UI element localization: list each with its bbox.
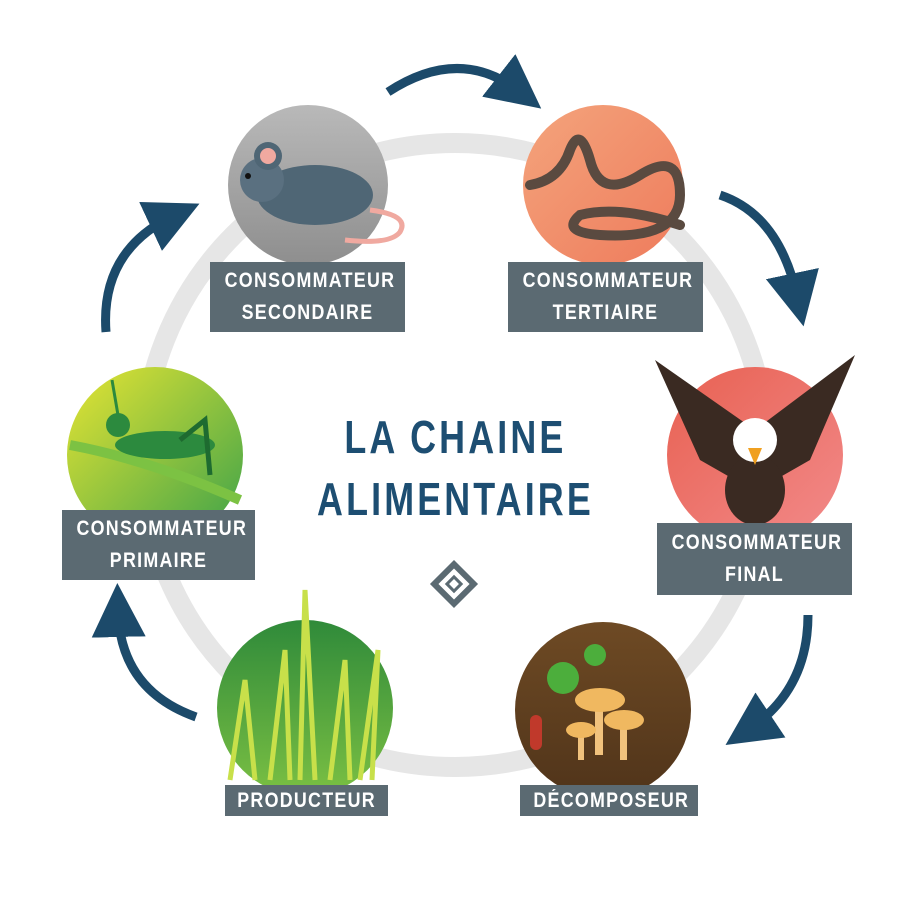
arrow-icon <box>385 54 542 109</box>
label-producteur: PRODUCTEUR <box>225 785 388 816</box>
title-line-1: LA CHAINE <box>343 411 567 463</box>
snake-icon <box>523 105 686 265</box>
arrow-icon <box>718 190 819 327</box>
arrow-icon <box>91 583 198 722</box>
mushroom-icon <box>515 622 691 798</box>
center-diamond-icon <box>429 559 479 609</box>
eagle-icon <box>655 355 855 543</box>
cycle-arrows <box>91 54 819 745</box>
grass-icon <box>217 589 393 796</box>
arrow-icon <box>101 201 200 333</box>
title-line-2: ALIMENTAIRE <box>316 473 594 525</box>
grasshopper-icon <box>67 367 243 543</box>
mouse-icon <box>228 105 405 265</box>
arrow-icon <box>725 614 813 745</box>
label-decomposeur: DÉCOMPOSEUR <box>520 785 698 816</box>
